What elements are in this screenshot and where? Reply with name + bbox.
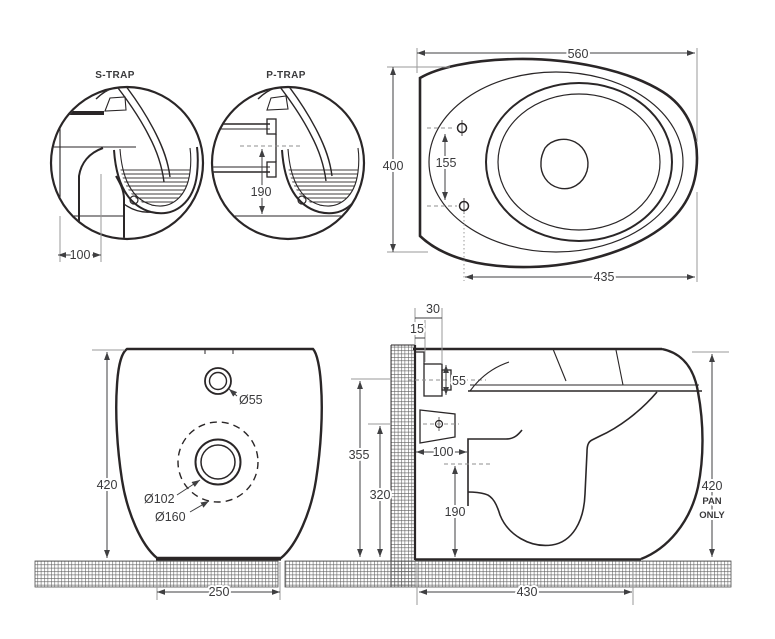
front-height-dim: 420 [97, 478, 118, 492]
bowl-inner-profile [467, 391, 658, 547]
p-trap-detail-view: P-TRAP 190 [210, 68, 366, 241]
p-trap-section-art [213, 88, 363, 217]
outlet-box [467, 429, 523, 506]
fixing-height-dim: 320 [370, 488, 391, 502]
outlet-hole-inner [200, 444, 236, 480]
outlet-hole-outer [194, 438, 242, 486]
rim-offset-dim: 30 [426, 302, 440, 316]
p-trap-title: P-TRAP [266, 70, 306, 81]
top-plan-view: 155 560 400 435 [381, 45, 699, 286]
inlet-hole-inner [208, 371, 228, 391]
wall-hatch [391, 345, 415, 587]
s-trap-setout-dim: 100 [70, 248, 91, 262]
p-trap-fixing-hole [297, 195, 307, 205]
s-trap-title: S-TRAP [95, 70, 135, 81]
outlet-setout-dim: 100 [433, 445, 454, 459]
pan-front-outline [115, 347, 323, 560]
hole-spacing-dim: 155 [436, 156, 457, 170]
floor-hatch-side [284, 560, 732, 588]
inlet-dia-label: Ø55 [239, 393, 263, 407]
s-trap-detail-circle [49, 85, 205, 241]
outlet-cl-height-dim: 190 [445, 505, 466, 519]
overall-depth-dim: 400 [383, 159, 404, 173]
s-trap-section-art [52, 88, 199, 238]
outlet-recess-circle [177, 421, 259, 503]
depth-dim: 430 [517, 585, 538, 599]
overall-width-dim: 560 [568, 47, 589, 61]
pan-only-label-1: PAN [702, 496, 721, 507]
bowl-inner-outline [497, 93, 661, 231]
recess-dia-leader [189, 500, 210, 513]
s-trap-detail-view: S-TRAP 100 [49, 68, 205, 264]
inlet-cl-height-dim: 355 [349, 448, 370, 462]
outlet-dia-leader [176, 479, 201, 496]
seat-outline [428, 71, 684, 253]
seat-hinge-line [615, 349, 624, 386]
s-trap-fixing-hole [129, 195, 139, 205]
inlet-height-dim: 55 [452, 374, 466, 388]
front-view: Ø55 Ø102 Ø160 420 250 [34, 347, 323, 601]
water-spot [540, 138, 589, 190]
p-trap-detail-circle [210, 85, 366, 241]
base-width-dim: 250 [209, 585, 230, 599]
pan-front-profile [640, 347, 704, 561]
pan-plan-outline [418, 57, 699, 269]
pan-only-label-2: ONLY [699, 510, 725, 521]
outlet-dia-label: Ø102 [144, 492, 175, 506]
inlet-hole-outer [204, 367, 232, 395]
side-view: 30 15 55 100 190 355 320 430 420 PAN ONL… [284, 300, 732, 605]
seat-length-dim: 435 [594, 270, 615, 284]
ledge-offset-dim: 15 [410, 322, 424, 336]
p-trap-height-dim: 190 [251, 185, 272, 199]
recess-dia-label: Ø160 [155, 510, 186, 524]
inlet-leader [228, 388, 238, 397]
fixing-bracket [419, 409, 456, 444]
bowl-rim-outline [485, 82, 673, 242]
pan-height-dim: 420 [702, 479, 723, 493]
